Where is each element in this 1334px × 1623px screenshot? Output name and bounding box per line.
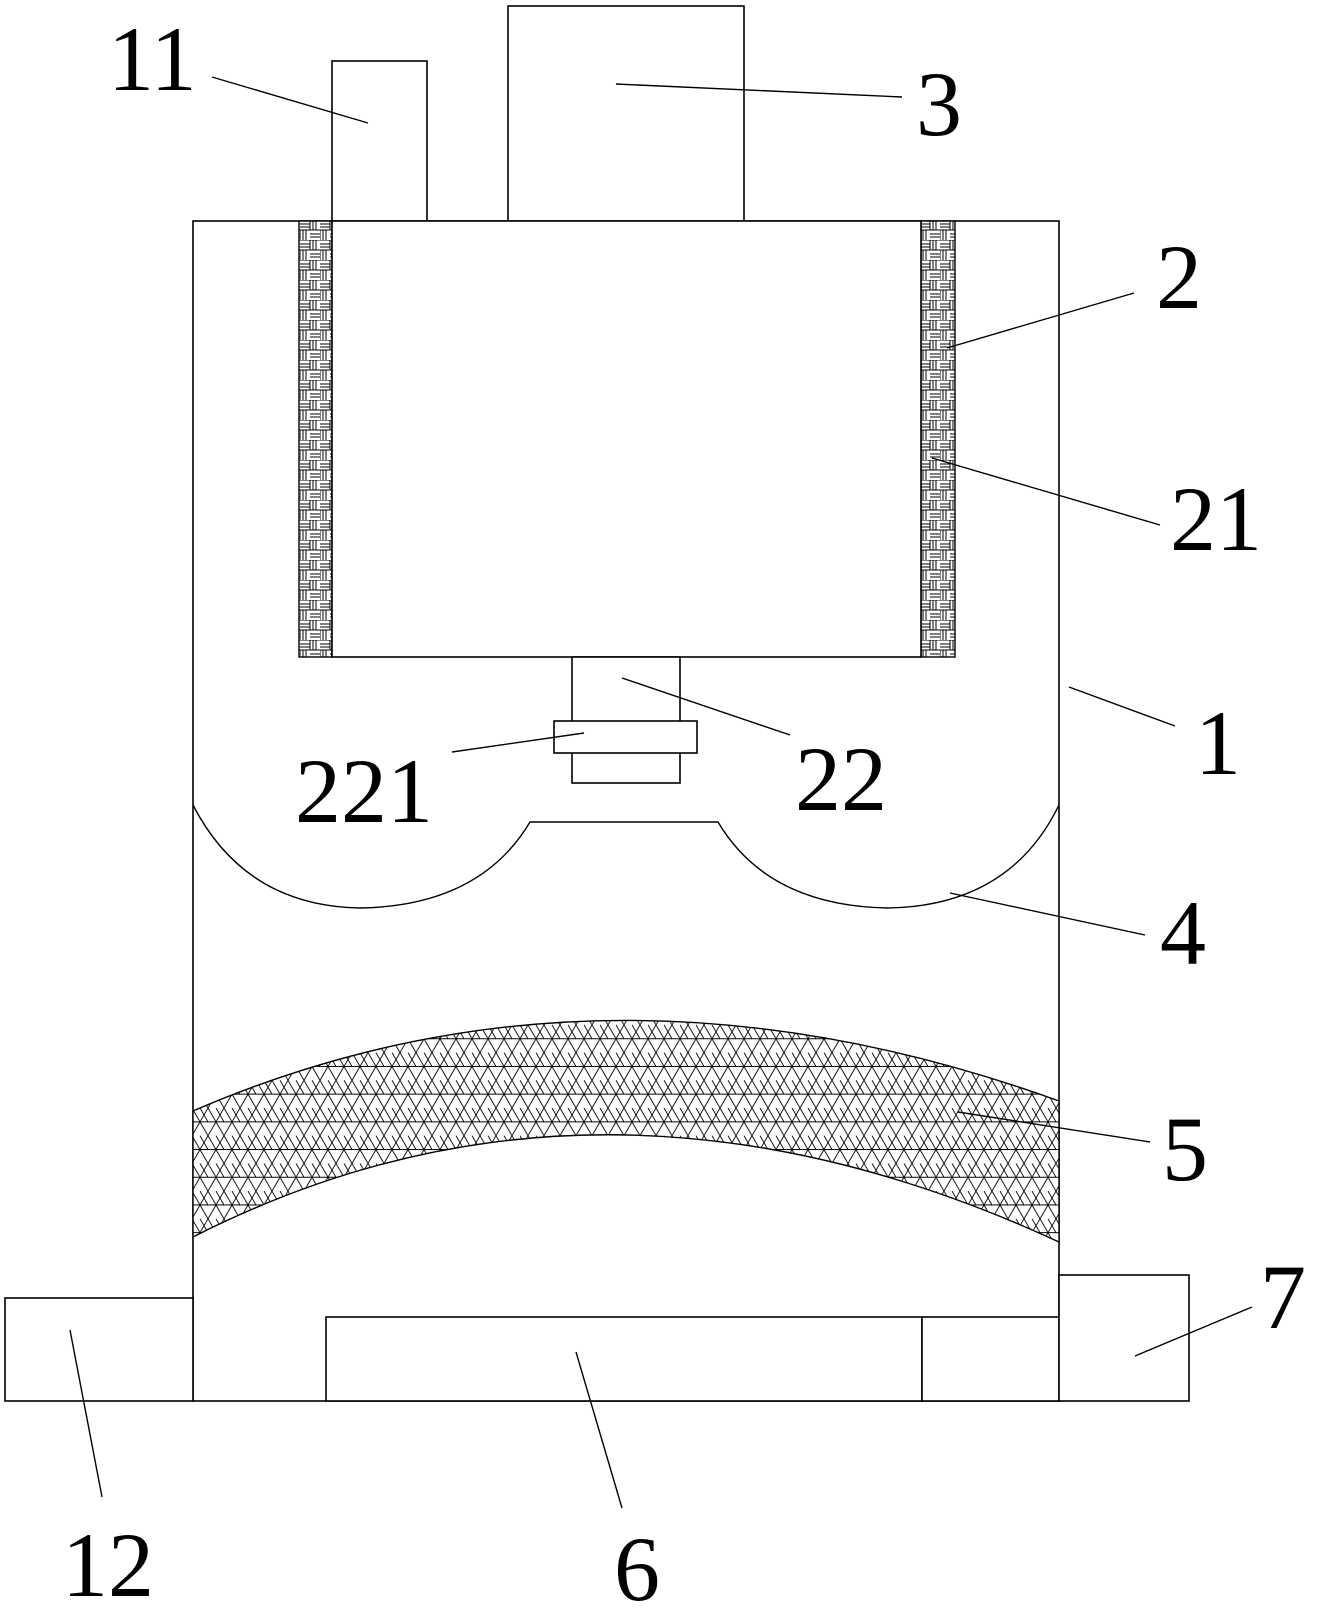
leader-22 [621, 677, 791, 736]
leader-11 [211, 76, 369, 124]
arc-plate [192, 804, 1060, 909]
motor [507, 5, 745, 222]
label-1: 1 [1195, 692, 1241, 794]
right-foot-block [1058, 1274, 1190, 1402]
leader-5 [957, 1111, 1151, 1143]
drum-interior [331, 220, 922, 658]
inlet-pipe [331, 60, 428, 222]
label-3: 3 [916, 53, 962, 155]
leader-3 [615, 83, 903, 98]
label-221: 221 [295, 740, 433, 842]
label-4: 4 [1160, 882, 1206, 984]
label-7: 7 [1260, 1246, 1306, 1348]
leader-21 [931, 457, 1161, 526]
leader-1 [1068, 686, 1176, 727]
leader-221 [451, 732, 585, 753]
mesh-screen [192, 1019, 1060, 1244]
shaft [571, 656, 681, 784]
label-6: 6 [614, 1518, 660, 1620]
coupling [553, 720, 698, 754]
leader-4 [949, 892, 1146, 936]
leader-2 [946, 292, 1135, 349]
leader-12 [69, 1329, 103, 1498]
drawer-end-block [921, 1316, 1060, 1402]
label-5: 5 [1162, 1098, 1208, 1200]
label-11: 11 [108, 8, 197, 110]
leader-7 [1134, 1306, 1253, 1357]
left-foot-block [4, 1297, 194, 1402]
leader-6 [575, 1351, 623, 1509]
collection-drawer [325, 1316, 923, 1402]
filter-wall-right [920, 220, 956, 658]
label-2: 2 [1156, 226, 1202, 328]
label-21: 21 [1170, 468, 1262, 570]
label-22: 22 [795, 728, 887, 830]
filter-wall-left [298, 220, 333, 658]
label-12: 12 [62, 1514, 154, 1616]
